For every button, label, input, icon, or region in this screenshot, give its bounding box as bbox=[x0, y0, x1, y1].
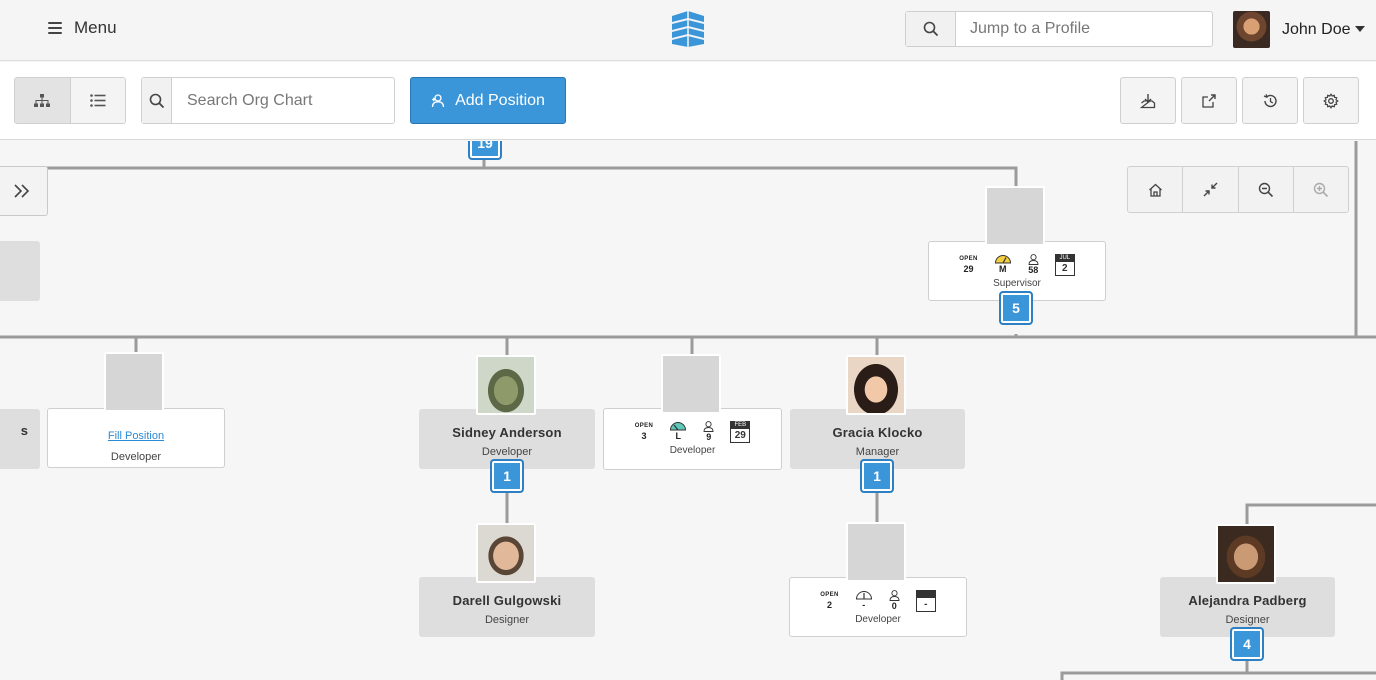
view-toggle bbox=[14, 77, 126, 124]
add-user-icon bbox=[431, 93, 445, 107]
home-icon bbox=[1148, 183, 1162, 197]
employee-name: Sidney Anderson bbox=[452, 425, 562, 440]
chart-toolbar: Add Position bbox=[0, 62, 1376, 140]
home-view-button[interactable] bbox=[1128, 167, 1184, 212]
brand-logo[interactable] bbox=[670, 10, 706, 48]
partial-position-card[interactable] bbox=[0, 241, 40, 301]
list-icon bbox=[89, 94, 106, 107]
zoom-in-icon bbox=[1313, 182, 1328, 197]
zoom-out-button[interactable] bbox=[1239, 167, 1294, 212]
gauge-icon bbox=[855, 591, 872, 600]
add-position-button[interactable]: Add Position bbox=[410, 77, 566, 124]
person-icon bbox=[703, 421, 714, 432]
menu-label: Menu bbox=[74, 18, 117, 37]
search-icon[interactable] bbox=[906, 12, 956, 46]
org-chart-search-input[interactable] bbox=[172, 78, 394, 123]
org-chart-search bbox=[141, 77, 395, 124]
level-stat: - bbox=[855, 590, 873, 612]
import-button[interactable] bbox=[1120, 77, 1176, 124]
search-icon[interactable] bbox=[142, 78, 172, 123]
connector-lines bbox=[0, 141, 1376, 680]
settings-button[interactable] bbox=[1303, 77, 1359, 124]
partial-position-card[interactable]: s bbox=[0, 409, 40, 469]
people-stat: 9 bbox=[703, 421, 714, 443]
person-icon bbox=[1028, 254, 1039, 265]
history-button[interactable] bbox=[1242, 77, 1298, 124]
add-position-label: Add Position bbox=[455, 91, 545, 109]
position-role: Developer bbox=[110, 451, 162, 463]
employee-name: Darell Gulgowski bbox=[452, 593, 562, 608]
level-stat: M bbox=[994, 254, 1012, 276]
people-stat: 58 bbox=[1028, 254, 1039, 276]
employee-role: Developer bbox=[481, 446, 533, 458]
vacant-photo-placeholder bbox=[661, 354, 721, 414]
menu-button[interactable]: Menu bbox=[48, 18, 117, 38]
employee-role: Designer bbox=[1225, 614, 1270, 626]
avatar[interactable] bbox=[846, 355, 906, 415]
avatar bbox=[1233, 11, 1270, 48]
expand-panel-button[interactable] bbox=[0, 166, 48, 216]
report-count-badge[interactable]: 1 bbox=[490, 459, 524, 493]
hamburger-icon bbox=[48, 22, 62, 34]
history-icon bbox=[1263, 93, 1277, 107]
gauge-icon bbox=[670, 422, 687, 431]
fill-position-link[interactable]: Fill Position bbox=[107, 430, 165, 442]
position-role: Developer bbox=[855, 614, 901, 625]
calendar-icon: - bbox=[915, 590, 936, 612]
jump-to-profile-input[interactable] bbox=[956, 12, 1212, 46]
partial-card-name: s bbox=[20, 423, 28, 438]
zoom-controls bbox=[1127, 166, 1349, 213]
list-view-button[interactable] bbox=[70, 78, 125, 123]
caret-down-icon bbox=[1354, 25, 1365, 32]
gear-icon bbox=[1323, 92, 1339, 109]
gauge-icon bbox=[994, 255, 1011, 264]
zoom-in-button[interactable] bbox=[1294, 167, 1348, 212]
user-name: John Doe bbox=[1282, 20, 1351, 38]
employee-card-darell-gulgowski[interactable]: Darell Gulgowski Designer bbox=[419, 577, 595, 637]
import-icon bbox=[1140, 93, 1156, 108]
avatar[interactable] bbox=[1216, 524, 1276, 584]
report-count-badge[interactable]: 4 bbox=[1230, 627, 1264, 661]
position-role: Developer bbox=[669, 445, 716, 456]
user-menu[interactable]: John Doe bbox=[1233, 11, 1365, 48]
supervisor-count-badge[interactable]: 5 bbox=[999, 291, 1033, 325]
vacant-photo-placeholder bbox=[104, 352, 164, 412]
export-icon bbox=[1202, 93, 1216, 108]
vacant-developer-card[interactable]: Fill Position Developer bbox=[47, 408, 225, 468]
chart-view-button[interactable] bbox=[15, 78, 71, 123]
employee-name: Alejandra Padberg bbox=[1188, 593, 1307, 608]
avatar[interactable] bbox=[476, 355, 536, 415]
jump-to-profile bbox=[905, 11, 1213, 47]
export-button[interactable] bbox=[1181, 77, 1237, 124]
root-count-badge[interactable]: 19 bbox=[468, 141, 502, 160]
compress-icon bbox=[1203, 182, 1218, 197]
position-role: Supervisor bbox=[993, 278, 1041, 289]
employee-name: Gracia Klocko bbox=[832, 425, 923, 440]
person-icon bbox=[889, 590, 900, 601]
vacant-photo-placeholder bbox=[985, 186, 1045, 246]
employee-role: Designer bbox=[484, 614, 530, 626]
employee-role: Manager bbox=[855, 446, 900, 458]
top-header: Menu John Doe bbox=[0, 0, 1376, 61]
org-chart-icon bbox=[34, 93, 51, 107]
report-count-badge[interactable]: 1 bbox=[860, 459, 894, 493]
level-stat: L bbox=[669, 421, 687, 443]
people-stat: 0 bbox=[889, 590, 900, 612]
vacant-photo-placeholder bbox=[846, 522, 906, 582]
collapse-button[interactable] bbox=[1183, 167, 1239, 212]
double-chevron-right-icon bbox=[14, 184, 30, 198]
zoom-out-icon bbox=[1258, 182, 1273, 197]
avatar[interactable] bbox=[476, 523, 536, 583]
